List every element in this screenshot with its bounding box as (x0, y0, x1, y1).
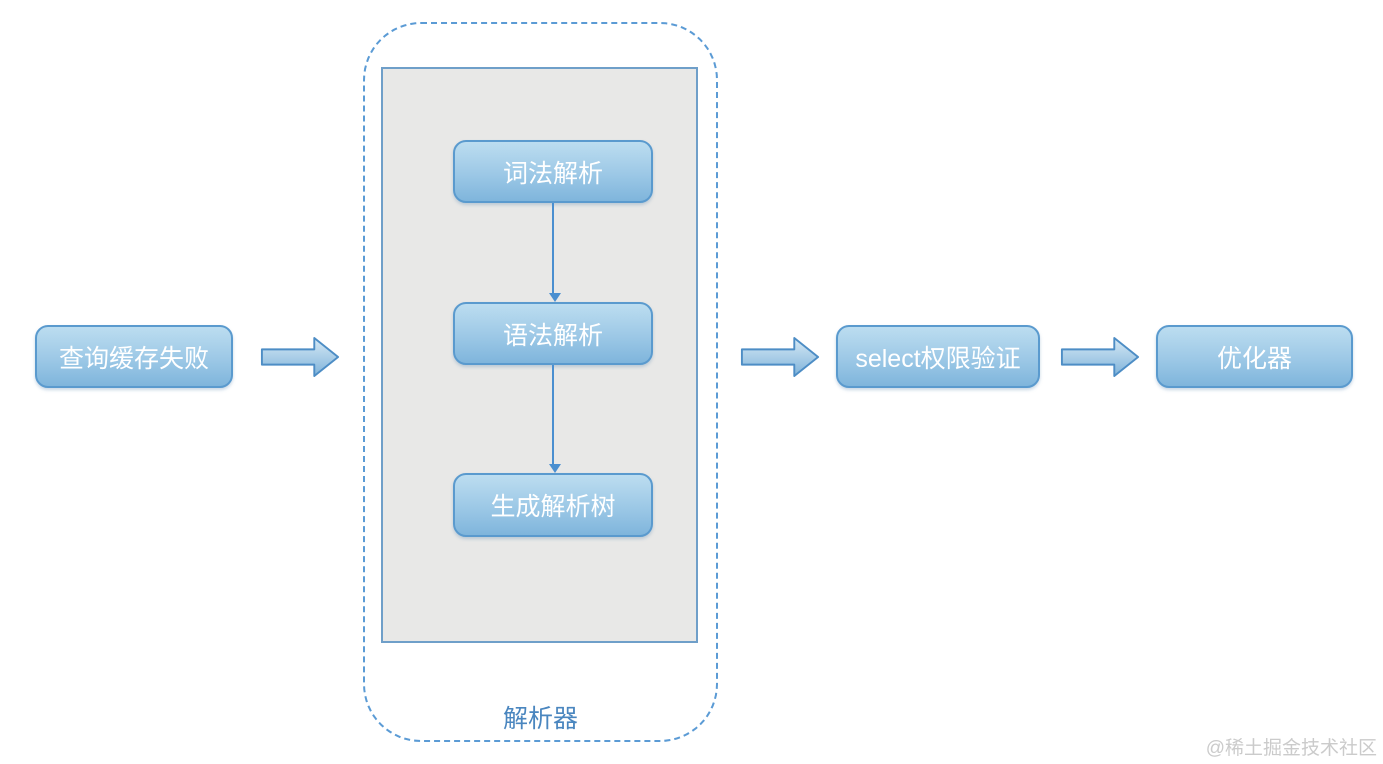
node-optimizer-label: 优化器 (1216, 344, 1292, 373)
node-lexical-parse-label: 词法解析 (502, 159, 603, 188)
node-select-permission-check-label: select权限验证 (855, 344, 1021, 373)
arrow-down-connector-icon (549, 203, 561, 302)
node-query-cache-failed-label: 查询缓存失败 (58, 344, 209, 373)
parser-group-label: 解析器 (502, 705, 578, 733)
watermark-text: @稀土掘金技术社区 (1205, 738, 1377, 759)
node-optimizer: 优化器 (1156, 325, 1353, 388)
node-select-permission-check: select权限验证 (836, 325, 1040, 388)
parser-group-dashed-border (363, 22, 718, 742)
arrow-right-icon (260, 336, 340, 377)
node-generate-parse-tree-label: 生成解析树 (490, 493, 616, 521)
node-syntax-parse-label: 语法解析 (502, 321, 603, 350)
arrow-right-icon (1060, 336, 1140, 377)
node-generate-parse-tree: 生成解析树 (453, 473, 653, 537)
arrow-right-icon (740, 336, 820, 377)
node-lexical-parse: 词法解析 (453, 140, 653, 203)
node-query-cache-failed: 查询缓存失败 (35, 325, 233, 388)
node-syntax-parse: 语法解析 (453, 302, 653, 365)
arrow-down-connector-icon (549, 365, 561, 473)
